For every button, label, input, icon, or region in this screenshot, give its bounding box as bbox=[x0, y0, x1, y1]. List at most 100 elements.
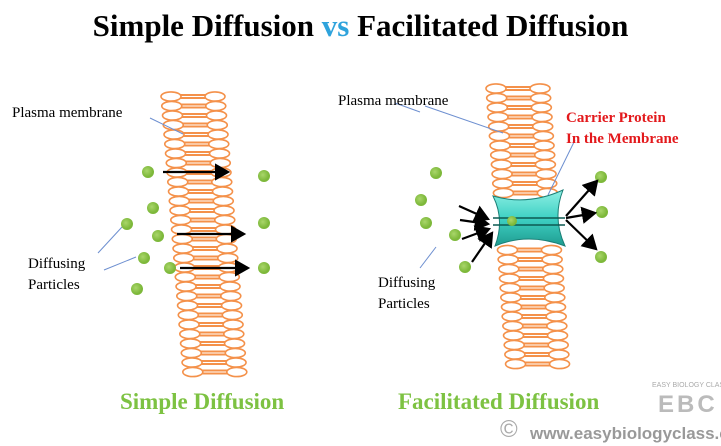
particle bbox=[258, 262, 270, 274]
lipid-head bbox=[172, 243, 194, 254]
particle bbox=[430, 167, 442, 179]
pointer-line bbox=[149, 117, 184, 135]
lipid-head bbox=[179, 338, 202, 349]
lipid-head bbox=[176, 300, 199, 311]
lipid-head bbox=[491, 178, 514, 189]
lipid-head bbox=[226, 366, 248, 378]
lipid-head bbox=[165, 157, 188, 169]
lipid-head bbox=[160, 100, 183, 112]
particle bbox=[147, 202, 159, 214]
left-particles-label-2: Particles bbox=[28, 277, 80, 293]
lipid-head bbox=[545, 311, 567, 322]
lipid-head bbox=[216, 243, 238, 254]
right-particles-label-1: Diffusing bbox=[378, 275, 436, 291]
lipid-head bbox=[175, 281, 197, 292]
particle bbox=[131, 283, 143, 295]
pointer-line bbox=[103, 256, 137, 271]
lipid-head bbox=[502, 330, 525, 341]
lipid-head bbox=[214, 224, 237, 235]
lipid-head bbox=[182, 366, 204, 378]
arrow bbox=[459, 213, 491, 231]
lipid-head bbox=[220, 300, 243, 311]
pointer-line bbox=[424, 105, 504, 134]
lipid-head bbox=[531, 121, 554, 132]
lipid-head bbox=[213, 214, 236, 226]
lipid-head bbox=[162, 119, 185, 131]
lipid-head bbox=[219, 290, 242, 302]
watermark-logo: EBC bbox=[658, 391, 718, 418]
lipid-head bbox=[534, 159, 557, 170]
lipid-head bbox=[161, 110, 184, 121]
right-membrane bbox=[485, 83, 571, 370]
particle bbox=[258, 170, 270, 182]
lipid-head bbox=[218, 271, 241, 283]
lipid-head bbox=[544, 292, 566, 303]
particle bbox=[459, 261, 471, 273]
lipid-head bbox=[207, 129, 229, 140]
lipid-head bbox=[529, 83, 551, 94]
lipid-head bbox=[208, 148, 231, 159]
lipid-head bbox=[503, 339, 525, 351]
lipid-head bbox=[548, 358, 571, 370]
pointer-line bbox=[547, 139, 576, 196]
copyright-mark: © bbox=[500, 416, 518, 443]
lipid-head bbox=[532, 130, 555, 142]
lipid-head bbox=[531, 111, 553, 123]
watermark-url: www.easybiologyclass.com bbox=[530, 424, 721, 443]
lipid-head bbox=[489, 140, 511, 151]
lipid-head bbox=[548, 349, 570, 360]
lipid-head bbox=[489, 149, 512, 161]
lipid-head bbox=[169, 214, 192, 226]
lipid-head bbox=[205, 110, 228, 121]
lipid-head bbox=[225, 357, 247, 368]
arrow bbox=[565, 179, 599, 217]
lipid-head bbox=[485, 83, 507, 94]
lipid-head bbox=[499, 282, 521, 294]
arrow bbox=[461, 225, 492, 242]
arrow bbox=[458, 204, 491, 222]
lipid-head bbox=[485, 92, 508, 104]
lipid-head bbox=[219, 281, 241, 292]
lipid-head bbox=[543, 282, 565, 294]
right-particles-label-2: Particles bbox=[378, 296, 430, 312]
particle bbox=[596, 206, 608, 218]
lipid-head bbox=[216, 252, 239, 264]
lipid-head bbox=[547, 339, 569, 351]
particle bbox=[138, 252, 150, 264]
lipid-head bbox=[491, 168, 513, 180]
right-caption: Facilitated Diffusion bbox=[398, 389, 600, 414]
lipid-head bbox=[504, 349, 526, 360]
lipid-head bbox=[177, 309, 200, 321]
particle bbox=[258, 217, 270, 229]
lipid-head bbox=[181, 357, 203, 368]
lipid-head bbox=[487, 121, 510, 132]
lipid-head bbox=[502, 320, 524, 332]
pointer-line bbox=[394, 102, 421, 113]
particle bbox=[449, 229, 461, 241]
lipid-head bbox=[221, 309, 244, 321]
lipid-head bbox=[222, 319, 244, 330]
lipid-head bbox=[492, 187, 515, 199]
title-simple: Simple Diffusion bbox=[92, 8, 315, 43]
lipid-head bbox=[222, 328, 245, 340]
arrow bbox=[565, 206, 598, 224]
lipid-head bbox=[500, 292, 522, 303]
left-particles-label-1: Diffusing bbox=[28, 256, 86, 272]
title-facilitated: Facilitated Diffusion bbox=[357, 8, 629, 43]
lipid-head bbox=[169, 205, 191, 216]
lipid-head bbox=[490, 159, 513, 170]
lipid-head bbox=[175, 290, 198, 302]
lipid-head bbox=[172, 252, 195, 264]
left-caption: Simple Diffusion bbox=[120, 389, 285, 414]
lipid-head bbox=[497, 254, 519, 265]
arrow bbox=[565, 219, 598, 251]
lipid-head bbox=[213, 205, 235, 216]
lipid-head bbox=[542, 263, 564, 275]
left-membrane-label: Plasma membrane bbox=[12, 105, 123, 121]
lipid-head bbox=[498, 273, 521, 284]
lipid-head bbox=[204, 100, 227, 112]
lipid-head bbox=[540, 244, 563, 256]
lipid-head bbox=[166, 176, 189, 188]
